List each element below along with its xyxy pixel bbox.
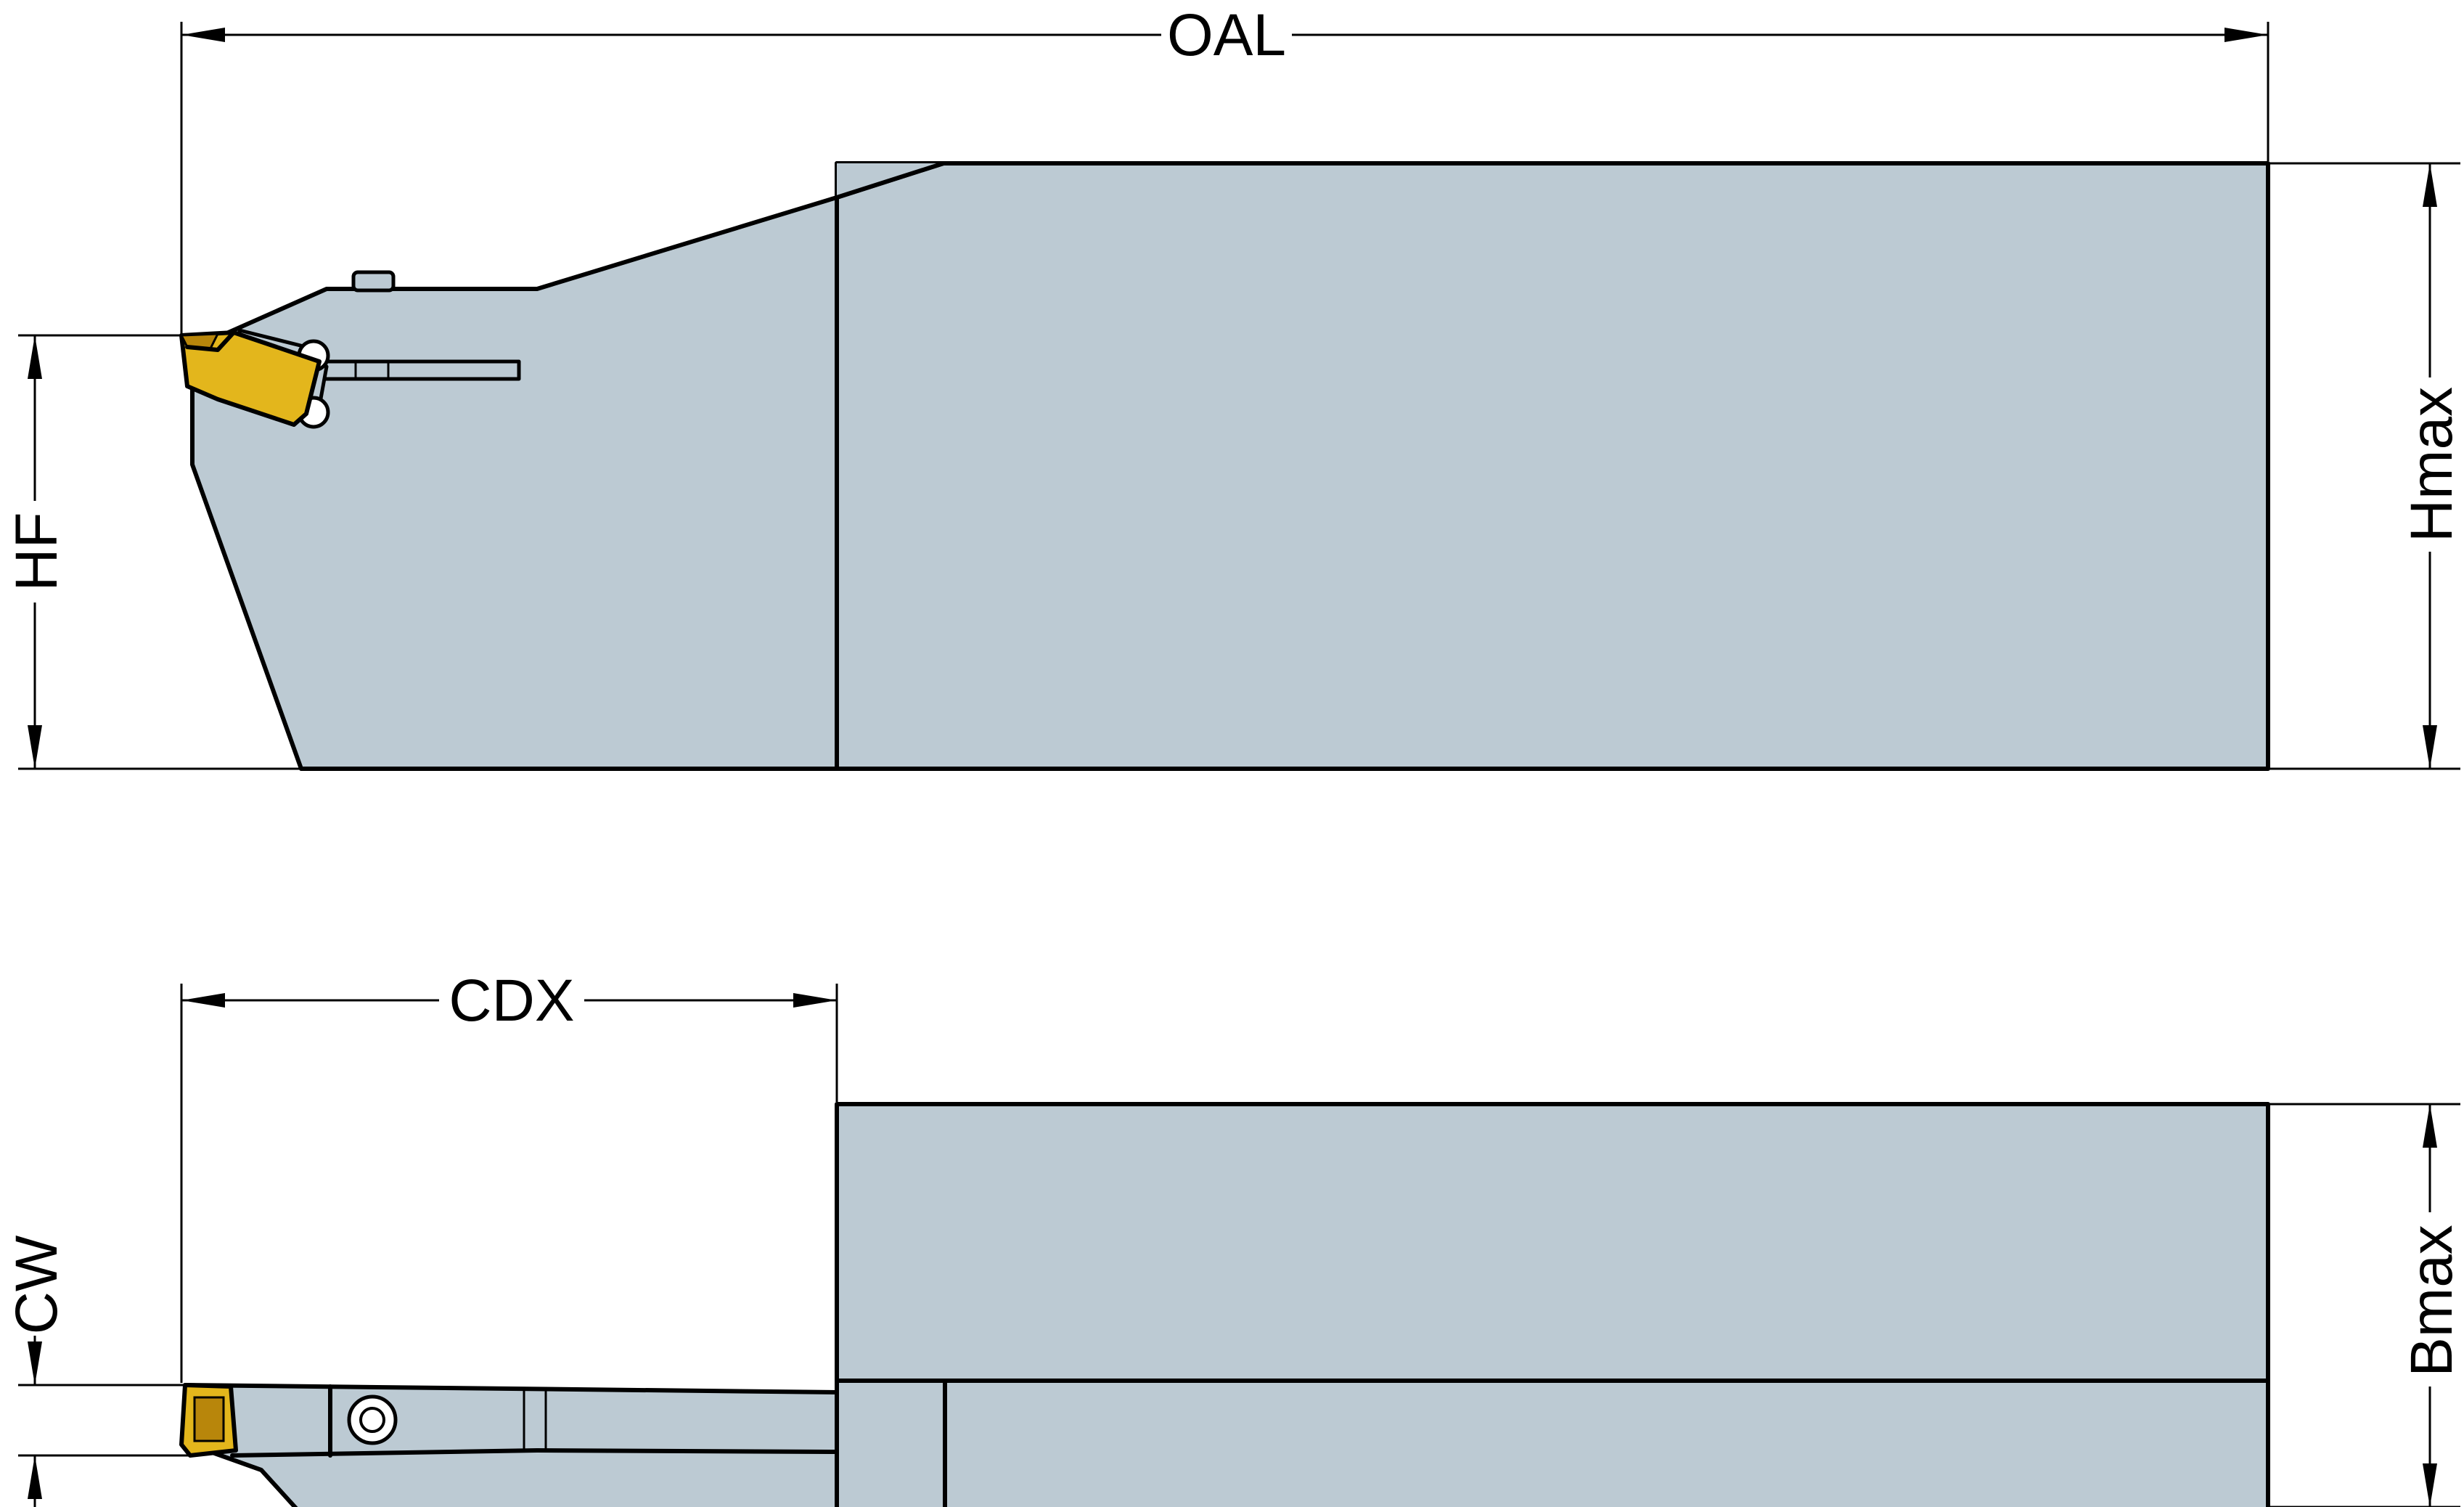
top-view [179, 161, 2270, 771]
bottom-screw [347, 1394, 398, 1445]
dim-hmax: Hmax [2399, 163, 2464, 769]
label-hmax: Hmax [2399, 387, 2464, 542]
top-clamp-tab [351, 270, 396, 293]
top-clamp-slot [310, 359, 521, 381]
bottom-screw-head [359, 1407, 385, 1433]
top-shank [835, 161, 2270, 771]
dim-hf: HF [4, 335, 70, 769]
dim-oal: OAL [181, 2, 2268, 68]
extension-lines [18, 22, 2460, 1507]
dim-cw: CW [4, 1234, 70, 1507]
label-cw: CW [4, 1235, 70, 1334]
label-oal: OAL [1167, 2, 1286, 68]
label-hf: HF [4, 512, 70, 591]
top-insert [179, 330, 322, 427]
bottom-blade [183, 1383, 839, 1507]
bottom-insert-chipbreaker [193, 1396, 225, 1442]
bottom-shank [835, 1102, 2270, 1507]
dim-cdx: CDX [181, 968, 837, 1034]
dim-bmax: Bmax [2399, 1104, 2464, 1507]
top-head [190, 161, 946, 771]
label-cdx: CDX [449, 968, 574, 1034]
bottom-view [179, 1102, 2270, 1507]
label-bmax: Bmax [2399, 1225, 2464, 1377]
